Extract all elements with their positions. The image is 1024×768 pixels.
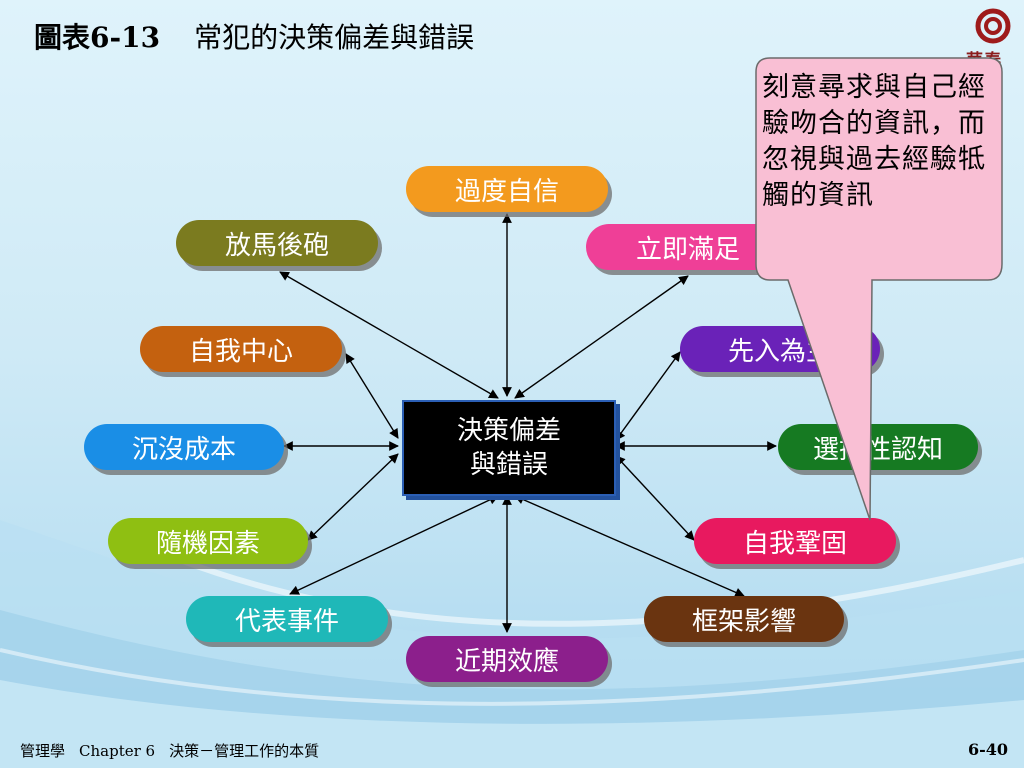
link-hindsight [279, 271, 499, 399]
node-representation: 代表事件 [186, 596, 388, 642]
footer-chapter: Chapter 6 [79, 742, 156, 760]
node-sunk-cost: 沉沒成本 [84, 424, 284, 470]
node-label: 放馬後砲 [224, 230, 329, 261]
node-self-serving: 自我中心 [140, 326, 342, 372]
callout-text: 刻意尋求與自己經驗吻合的資訊，而忽視與過去經驗牴觸的資訊 [762, 72, 986, 211]
center-line-1: 決策偏差 [456, 416, 561, 446]
figure-title: 常犯的決策偏差與錯誤 [194, 21, 475, 54]
link-framing [514, 495, 745, 597]
link-immediate [514, 275, 689, 399]
page-title: 圖表6-13 常犯的決策偏差與錯誤 [34, 16, 474, 56]
node-overconfidence: 過度自信 [406, 166, 608, 212]
link-selfserving [345, 353, 399, 439]
footer-left: 管理學 Chapter 6 決策－管理工作的本質 [20, 740, 333, 761]
node-hindsight: 放馬後砲 [176, 220, 378, 266]
node-label: 選擇性認知 [812, 434, 943, 465]
link-representation [289, 495, 499, 595]
node-escalation: 自我鞏固 [694, 518, 896, 564]
center-node: 決策偏差 與錯誤 [402, 400, 616, 496]
node-randomness: 隨機因素 [108, 518, 308, 564]
node-label: 隨機因素 [155, 528, 260, 559]
node-label: 自我鞏固 [742, 528, 847, 559]
footer-chapter-title: 決策－管理工作的本質 [169, 742, 320, 760]
node-label: 框架影響 [691, 606, 796, 637]
node-label: 立即滿足 [635, 234, 740, 265]
node-label: 近期效應 [454, 646, 559, 677]
footer-book: 管理學 [20, 742, 66, 760]
node-framing: 框架影響 [644, 596, 844, 642]
node-label: 代表事件 [234, 606, 339, 637]
node-selective-perception: 選擇性認知 [778, 424, 978, 470]
node-availability: 近期效應 [406, 636, 608, 682]
node-label: 沉沒成本 [131, 434, 236, 465]
figure-code: 圖表6-13 [34, 21, 161, 54]
publisher-logo-icon [975, 8, 1011, 44]
node-label: 過度自信 [454, 176, 559, 207]
center-line-2: 與錯誤 [469, 450, 548, 480]
page-number: 6-40 [968, 740, 1009, 759]
node-label: 自我中心 [188, 336, 293, 367]
link-anchoring [615, 351, 681, 441]
